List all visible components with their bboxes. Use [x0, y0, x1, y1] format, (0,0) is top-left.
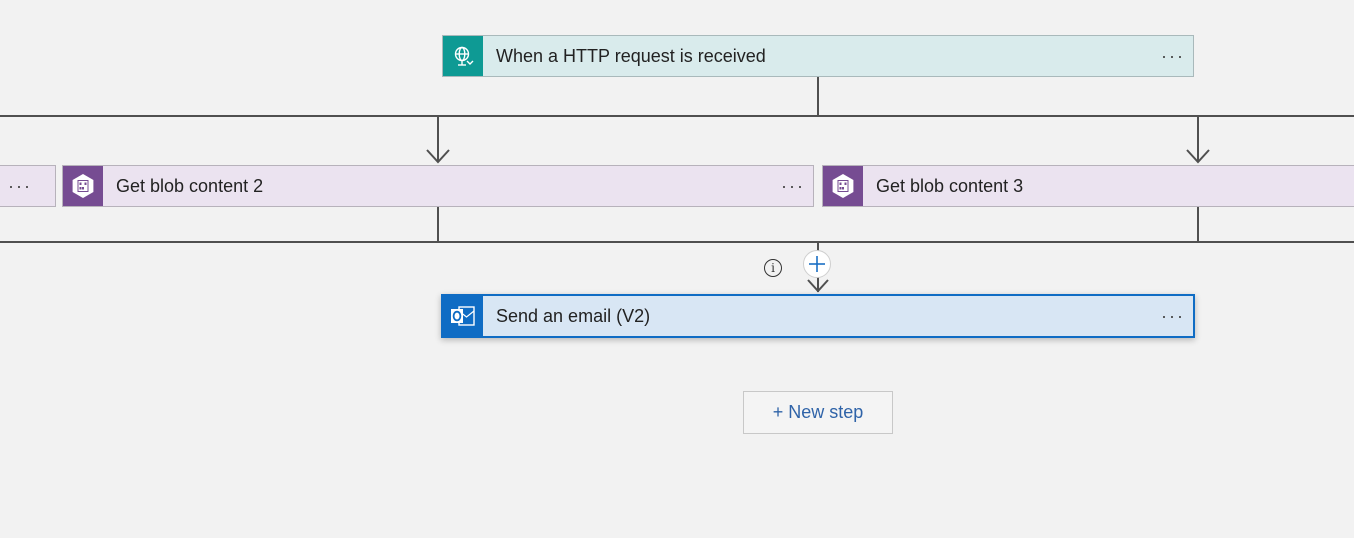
blob-2-more-options-button[interactable]: ···: [781, 175, 805, 196]
blob-2-title: Get blob content 2: [116, 175, 264, 196]
trigger-title: When a HTTP request is received: [496, 45, 766, 66]
new-step-button[interactable]: + New step: [743, 391, 893, 434]
email-title: Send an email (V2): [496, 305, 651, 326]
email-more-options-button[interactable]: ···: [1161, 305, 1185, 326]
blob-1-more-options-button[interactable]: ···: [8, 175, 32, 196]
action-card-send-email[interactable]: Send an email (V2) ···: [441, 294, 1195, 338]
globe-request-icon: [443, 36, 483, 76]
blob-storage-icon: [823, 166, 863, 206]
blob-3-title: Get blob content 3: [876, 175, 1024, 196]
email-arrow-icon: [807, 279, 829, 293]
action-card-get-blob-content-1[interactable]: ···: [0, 165, 56, 207]
plus-icon: [809, 256, 825, 272]
outlook-icon: [443, 296, 483, 336]
branch-3-arrow-icon: [1186, 149, 1210, 164]
trigger-more-options-button[interactable]: ···: [1161, 45, 1185, 66]
action-card-get-blob-content-2[interactable]: Get blob content 2 ···: [62, 165, 814, 207]
branch-2-arrow-icon: [426, 149, 450, 164]
action-card-get-blob-content-3[interactable]: Get blob content 3: [822, 165, 1354, 207]
trigger-card-http-request[interactable]: When a HTTP request is received ···: [442, 35, 1194, 77]
insert-step-button[interactable]: [803, 250, 831, 278]
info-icon[interactable]: i: [764, 259, 782, 277]
blob-storage-icon: [63, 166, 103, 206]
